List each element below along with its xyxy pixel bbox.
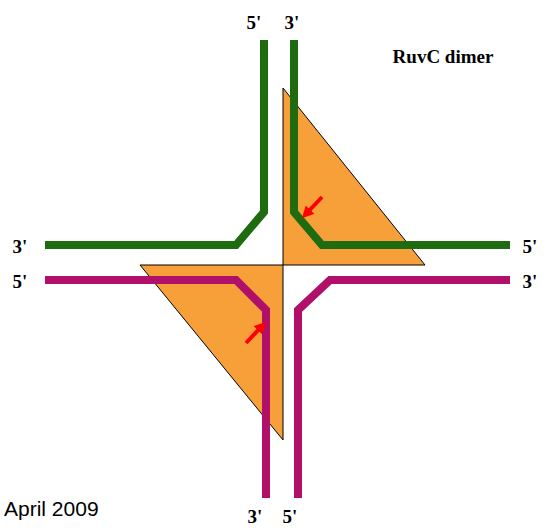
cleavage-arrow (246, 326, 262, 343)
date-note: April 2009 (4, 498, 99, 519)
ruvc-subunit (283, 88, 425, 265)
ruvc-subunit (140, 265, 283, 440)
strand-end: 3' (285, 13, 300, 32)
dna-strand (294, 40, 510, 245)
dna-strand (298, 280, 510, 498)
strand-end: 5' (13, 272, 28, 291)
dna-strand (45, 40, 264, 245)
dna-strand (45, 280, 266, 498)
cleavage-arrow (306, 197, 322, 214)
strand-end: 5' (247, 13, 262, 32)
strand-end: 3' (13, 237, 28, 256)
strand-end: 3' (523, 272, 538, 291)
protein-name: RuvC dimer (393, 47, 494, 66)
strand-end: 5' (523, 237, 538, 256)
strand-end: 3' (248, 507, 263, 526)
strand-end: 5' (283, 507, 298, 526)
